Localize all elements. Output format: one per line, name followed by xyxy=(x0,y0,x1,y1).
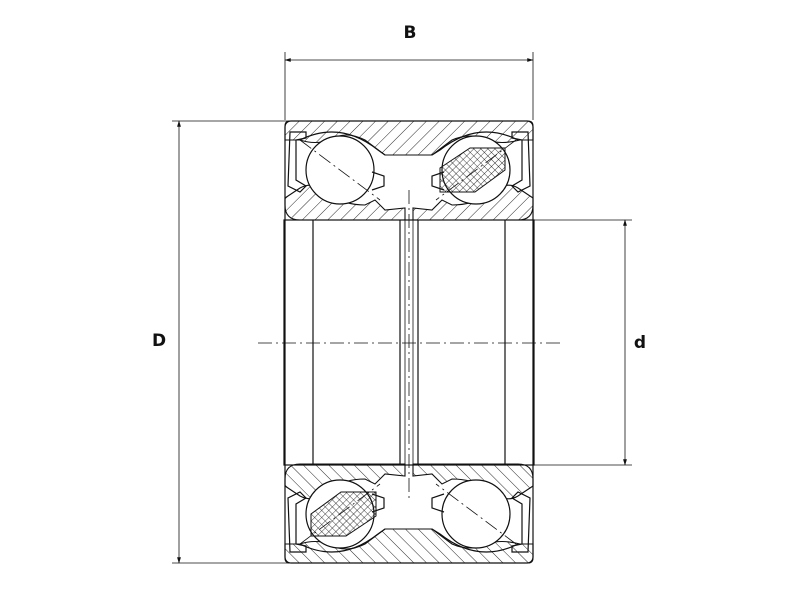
bearing-outline xyxy=(284,120,534,564)
dimension-d-outer: D xyxy=(152,120,290,564)
cage-bottom-left xyxy=(310,491,377,537)
width-label-b: B xyxy=(404,23,417,43)
seal-bottom-left xyxy=(287,491,307,553)
dimension-b: B xyxy=(284,23,534,120)
seal-top-right xyxy=(511,131,531,193)
dimension-bore: d xyxy=(520,219,646,466)
bore-body xyxy=(283,219,535,466)
seal-bottom-right xyxy=(511,491,531,553)
outer-diameter-label: D xyxy=(152,331,166,351)
bore-label: d xyxy=(634,333,646,353)
top-section xyxy=(284,120,534,221)
cage-top-right xyxy=(439,147,506,193)
seal-top-left xyxy=(287,131,307,193)
bottom-section xyxy=(284,463,534,564)
